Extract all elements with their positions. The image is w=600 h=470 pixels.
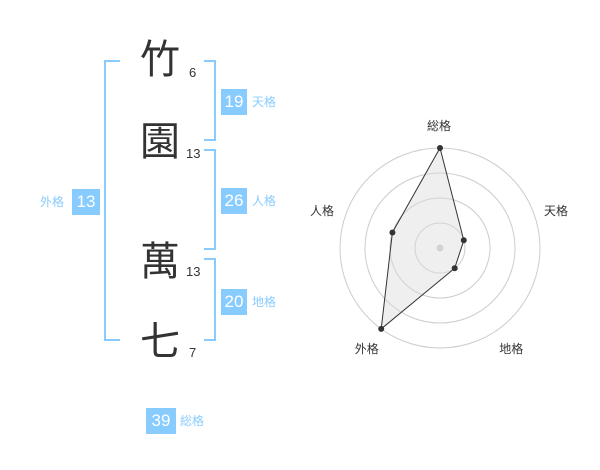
- jinkaku-value: 26: [221, 188, 247, 214]
- name-char-2: 園: [140, 119, 180, 165]
- radar-point-2: [451, 265, 458, 272]
- name-char-4: 七: [140, 319, 180, 365]
- soukaku-value: 39: [146, 408, 176, 434]
- gaikaku-bracket: [104, 60, 120, 341]
- radar-ring: [389, 197, 491, 299]
- radar-point-4: [389, 229, 396, 236]
- radar-point-3: [378, 325, 385, 332]
- radar-ring: [414, 222, 466, 274]
- radar-polygon: [380, 146, 465, 331]
- tenkaku-bracket: [204, 60, 216, 141]
- name-char-1: 竹: [140, 37, 180, 83]
- chikaku-bracket: [204, 258, 216, 341]
- radar-axis-label: 総格: [427, 119, 452, 133]
- chikaku-value: 20: [221, 289, 247, 315]
- tenkaku-value: 19: [221, 89, 247, 115]
- soukaku-label: 総格: [180, 414, 205, 428]
- radar-ring: [364, 172, 516, 324]
- radar-axis-label: 外格: [354, 341, 379, 356]
- chikaku-label: 地格: [252, 295, 277, 309]
- jinkaku-label: 人格: [252, 194, 277, 208]
- stroke-count-2: 13: [186, 146, 201, 161]
- stroke-count-1: 6: [189, 65, 197, 80]
- tenkaku-label: 天格: [252, 95, 277, 109]
- gaikaku-value: 13: [72, 189, 100, 215]
- name-char-3: 萬: [140, 239, 180, 285]
- radar-axis-label: 天格: [543, 203, 568, 218]
- radar-axis-label: 人格: [310, 203, 335, 218]
- radar-axis-label: 地格: [499, 341, 524, 356]
- gaikaku-label: 外格: [40, 195, 65, 209]
- stroke-count-3: 13: [186, 264, 201, 279]
- radar-point-1: [460, 237, 467, 244]
- radar-point-0: [437, 145, 443, 151]
- jinkaku-bracket: [204, 149, 216, 250]
- stroke-count-4: 7: [189, 345, 197, 360]
- radar-center-dot: [436, 244, 444, 252]
